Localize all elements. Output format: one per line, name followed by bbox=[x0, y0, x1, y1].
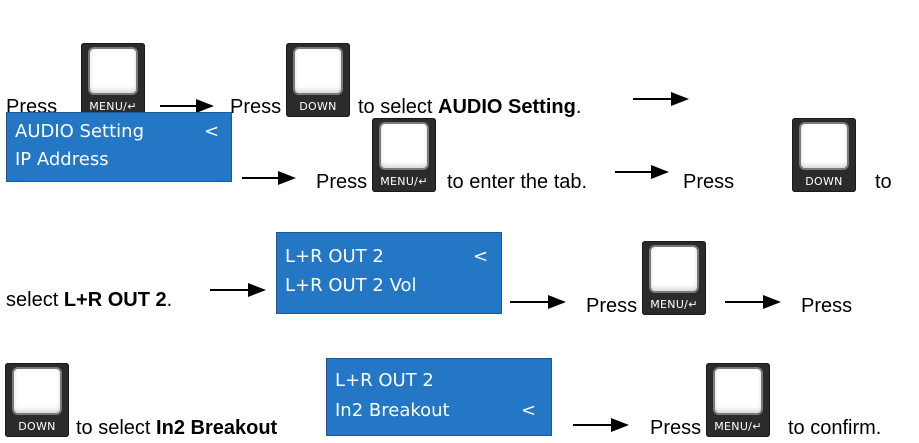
instruction-text: select L+R OUT 2. bbox=[6, 290, 172, 310]
lcd-row-2: L+R OUT 2 Vol bbox=[285, 275, 417, 296]
menu-item-name: L+R OUT 2 bbox=[63, 289, 167, 311]
key-cap bbox=[88, 47, 138, 95]
instruction-text: to bbox=[875, 171, 892, 193]
key-cap bbox=[293, 47, 343, 95]
menu-item-name: In2 Breakout bbox=[156, 417, 278, 439]
down-key-button: DOWN bbox=[5, 363, 69, 437]
arrow-right-icon bbox=[573, 418, 629, 432]
menu-item-name: AUDIO Setting bbox=[438, 96, 576, 118]
press-text: Press bbox=[586, 295, 638, 317]
down-key-label: DOWN bbox=[18, 420, 56, 433]
lcd-cursor-marker: < bbox=[521, 400, 537, 421]
instruction-text: to select AUDIO Setting. bbox=[358, 97, 581, 117]
arrow-right-icon bbox=[160, 99, 214, 113]
menu-key-button: MENU/↵ bbox=[706, 363, 770, 437]
key-cap bbox=[649, 245, 699, 293]
arrow-right-icon bbox=[510, 295, 566, 309]
press-text: Press bbox=[801, 295, 853, 317]
lcd-display: L+R OUT 2 In2 Breakout < bbox=[326, 358, 552, 436]
lcd-cursor-marker: < bbox=[204, 121, 220, 142]
period: . bbox=[166, 289, 173, 311]
down-key-label: DOWN bbox=[805, 175, 843, 188]
lcd-display: AUDIO Setting < IP Address bbox=[6, 112, 232, 182]
key-cap bbox=[713, 367, 763, 415]
key-cap bbox=[799, 122, 849, 170]
arrow-right-icon bbox=[210, 283, 266, 297]
lcd-row-1: L+R OUT 2 bbox=[335, 370, 434, 391]
press-text: Press bbox=[650, 417, 702, 439]
instruction-text: to select In2 Breakout bbox=[76, 418, 277, 438]
lcd-row-2: IP Address bbox=[15, 149, 109, 170]
menu-key-label: MENU/↵ bbox=[380, 175, 428, 188]
lcd-cursor-marker: < bbox=[473, 246, 489, 267]
press-text: Press bbox=[316, 171, 368, 193]
press-text: Press bbox=[683, 171, 735, 193]
menu-key-button: MENU/↵ bbox=[642, 241, 706, 315]
menu-key-label: MENU/↵ bbox=[714, 420, 762, 433]
period: . bbox=[575, 96, 582, 118]
menu-key-button: MENU/↵ bbox=[372, 118, 436, 192]
lcd-row-2: In2 Breakout bbox=[335, 400, 450, 421]
select-prefix: select bbox=[6, 289, 59, 311]
arrow-right-icon bbox=[242, 171, 296, 185]
arrow-right-icon bbox=[615, 165, 669, 179]
select-prefix: to select bbox=[76, 417, 151, 439]
press-text: Press bbox=[230, 96, 282, 118]
lcd-row-1: AUDIO Setting bbox=[15, 121, 144, 142]
key-cap bbox=[12, 367, 62, 415]
lcd-display: L+R OUT 2 < L+R OUT 2 Vol bbox=[276, 232, 502, 314]
select-prefix: to select bbox=[358, 96, 433, 118]
down-key-label: DOWN bbox=[299, 100, 337, 113]
down-key-button: DOWN bbox=[286, 43, 350, 117]
arrow-right-icon bbox=[633, 92, 689, 106]
menu-key-button: MENU/↵ bbox=[81, 43, 145, 117]
lcd-row-1: L+R OUT 2 bbox=[285, 246, 384, 267]
instruction-text: to enter the tab. bbox=[447, 171, 588, 193]
arrow-right-icon bbox=[725, 295, 781, 309]
instruction-text: to confirm. bbox=[788, 417, 882, 439]
menu-key-label: MENU/↵ bbox=[650, 298, 698, 311]
down-key-button: DOWN bbox=[792, 118, 856, 192]
menu-key-label: MENU/↵ bbox=[89, 100, 137, 113]
key-cap bbox=[379, 122, 429, 170]
